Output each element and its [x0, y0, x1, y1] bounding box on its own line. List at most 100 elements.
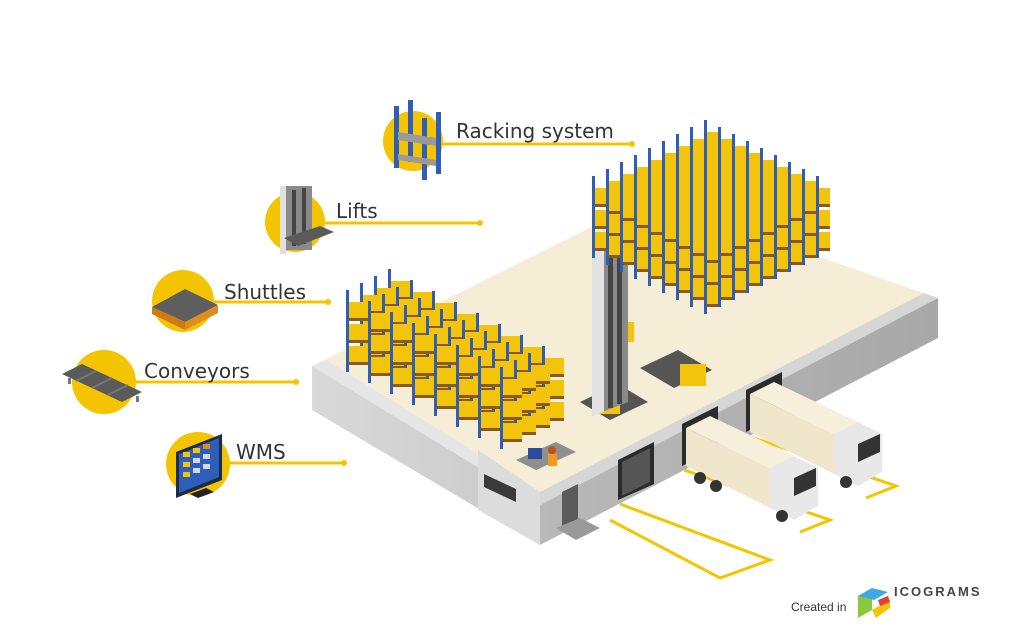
pallet [734, 268, 746, 271]
storage-box [678, 274, 690, 290]
rack-upright [690, 225, 693, 307]
callout-label-racking-system: Racking system [456, 119, 614, 143]
pallet [450, 377, 470, 380]
callout-label-conveyors: Conveyors [144, 359, 250, 383]
storage-box [692, 195, 704, 211]
storage-box [692, 259, 704, 275]
storage-box [414, 357, 434, 373]
storage-box [664, 153, 676, 169]
storage-box [790, 246, 802, 262]
storage-box [678, 146, 690, 162]
truck-1 [686, 416, 818, 522]
storage-box [392, 324, 412, 340]
pallet [472, 388, 492, 391]
storage-box [594, 210, 606, 226]
pallet [804, 233, 816, 236]
pallet [776, 225, 788, 228]
pallet [678, 268, 690, 271]
rack-upright [774, 197, 777, 279]
storage-box [804, 195, 816, 211]
storage-box [650, 238, 662, 254]
storage-box [502, 423, 522, 439]
storage-box [706, 174, 718, 190]
pallet [348, 340, 368, 343]
pallet [494, 421, 514, 424]
lift-tower [592, 236, 628, 416]
storage-box [748, 245, 760, 261]
pallet [436, 406, 456, 409]
storage-box [762, 238, 774, 254]
pallet [516, 410, 536, 413]
pallet [664, 261, 676, 264]
pallet [456, 330, 476, 333]
storage-box [804, 181, 816, 197]
storage-box [414, 379, 434, 395]
pallet [804, 255, 816, 258]
storage-box [370, 335, 390, 351]
storage-box [664, 223, 676, 239]
storage-box [776, 209, 788, 225]
pallet [442, 337, 462, 340]
storage-box [720, 167, 732, 183]
storage-box [734, 230, 746, 246]
pallet [502, 417, 522, 420]
rack-upright [592, 176, 595, 258]
pallet [664, 283, 676, 286]
storage-box [720, 181, 732, 197]
storage-box [480, 368, 500, 384]
dock-door-1-shutter [622, 448, 650, 496]
pallet [516, 432, 536, 435]
storage-box [636, 167, 648, 183]
storage-box [608, 239, 620, 255]
pallet [790, 240, 802, 243]
callout-label-shuttles: Shuttles [224, 280, 307, 304]
pallet [622, 262, 634, 265]
storage-box [458, 401, 478, 417]
storage-box [650, 260, 662, 276]
rack-upright [704, 232, 707, 314]
rack-upright [802, 183, 805, 265]
storage-box [622, 202, 634, 218]
storage-box [480, 412, 500, 428]
storage-box [720, 195, 732, 211]
pallet [608, 233, 620, 236]
storage-box [678, 252, 690, 268]
storage-box [664, 209, 676, 225]
storage-box [692, 209, 704, 225]
rack-upright [648, 204, 651, 286]
rack-upright [434, 334, 437, 416]
storage-box [790, 174, 802, 190]
pallet [414, 351, 434, 354]
rack-upright [718, 225, 721, 307]
rack-groups [346, 120, 830, 449]
storage-box [392, 368, 412, 384]
pallet [434, 319, 454, 322]
pallet [762, 232, 774, 235]
storage-box [622, 188, 634, 204]
storage-box [636, 181, 648, 197]
storage-box [706, 202, 718, 218]
rack-upright [478, 356, 481, 438]
pallet [544, 396, 564, 399]
storage-box [678, 174, 690, 190]
storage-box [748, 223, 760, 239]
pallet [636, 269, 648, 272]
storage-box [594, 232, 606, 248]
storage-box [636, 253, 648, 269]
storage-box [678, 202, 690, 218]
pallet [790, 262, 802, 265]
pallet [530, 425, 550, 428]
storage-box [650, 188, 662, 204]
pallet [458, 373, 478, 376]
pallet [762, 254, 774, 257]
pallet [384, 344, 404, 347]
pallet [678, 290, 690, 293]
pallet [500, 352, 520, 355]
pallet [392, 384, 412, 387]
storage-box [720, 259, 732, 275]
pallet [480, 384, 500, 387]
storage-box [392, 346, 412, 362]
pallet [458, 417, 478, 420]
storage-box [706, 266, 718, 282]
pallet [790, 218, 802, 221]
